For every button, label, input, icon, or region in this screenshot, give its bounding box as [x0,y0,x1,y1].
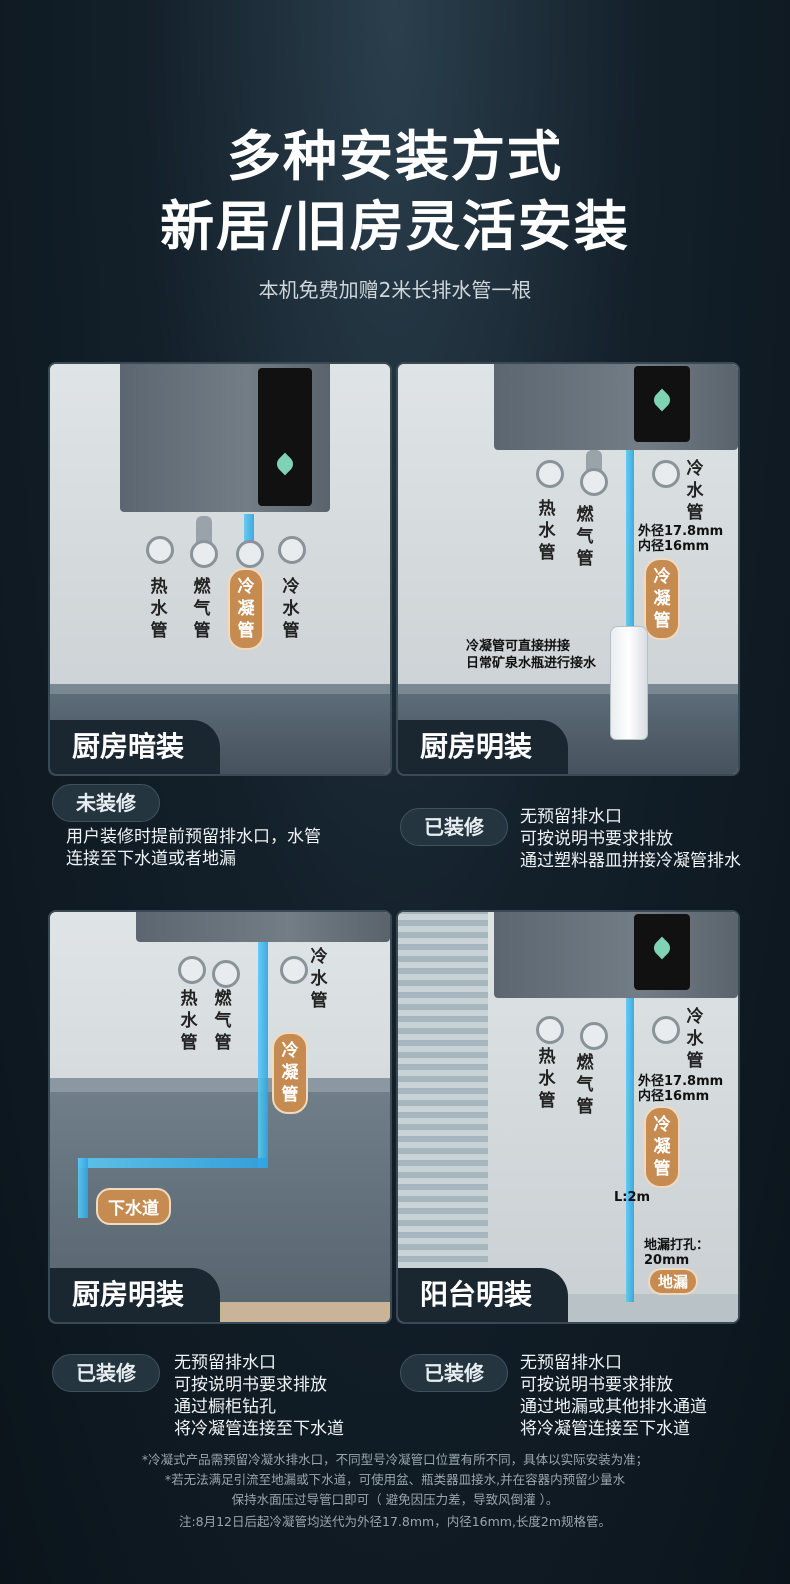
cold-valve-icon [280,956,308,984]
gas-valve-icon [580,468,608,496]
cold-valve-icon [652,1016,680,1044]
bottle-note: 冷凝管可直接拼接 日常矿泉水瓶进行接水 [466,639,597,671]
label-cond-badge: 冷凝管 [228,568,264,650]
floor [220,1302,390,1322]
hot-valve-icon [146,536,174,564]
panel-description: 用户装修时提前预留排水口，水管 连接至下水道或者地漏 [66,827,321,869]
label-gas: 燃气管 [214,989,232,1053]
water-bottle [610,626,648,740]
label-hot: 热水管 [180,989,198,1053]
floor-drain-label: 地漏 [648,1268,699,1295]
status-pill: 已装修 [52,1354,160,1392]
hero-section: 多种安装方式 新居/旧房灵活安装 本机免费加赠2米长排水管一根 [0,0,790,340]
drain-label: 下水道 [96,1188,171,1225]
condensate-pipe-horizontal [78,1158,268,1168]
hot-valve-icon [536,460,564,488]
glass-window [398,912,488,1322]
label-gas: 燃气管 [576,505,594,569]
label-hot: 热水管 [150,577,168,641]
hero-title-line2: 新居/旧房灵活安装 [160,195,630,258]
water-heater [120,364,330,512]
pipe-dimension: 外径17.8mm 内径16mm [638,1074,724,1104]
pipe-dimension: 外径17.8mm 内径16mm [638,524,724,554]
water-heater [494,364,738,450]
condensate-pipe-vertical [258,942,268,1168]
label-cond-badge: 冷凝管 [644,1106,680,1188]
status-pill: 已装修 [400,808,508,846]
status-pill: 未装修 [52,784,160,822]
cold-valve-icon [652,460,680,488]
label-cold: 冷水管 [282,577,300,641]
panel-kitchen-exposed-drain: 热水管 燃气管 冷水管 冷凝管 下水道 厨房明装 [48,910,392,1324]
hot-valve-icon [178,956,206,984]
label-gas: 燃气管 [576,1053,594,1117]
cond-valve-icon [236,540,264,568]
label-cold: 冷水管 [310,947,328,1011]
condensate-pipe [244,514,254,554]
panel-kitchen-concealed: 热水管 燃气管 冷凝管 冷水管 厨房暗装 [48,362,392,776]
gas-valve-icon [212,960,240,988]
label-cold: 冷水管 [686,1007,704,1071]
panel-title: 阳台明装 [398,1268,569,1322]
condensate-pipe [626,998,634,1302]
hot-valve-icon [536,1016,564,1044]
label-hot: 热水管 [538,1047,556,1111]
label-cold: 冷水管 [686,459,704,523]
condensate-pipe [626,450,634,640]
label-hot: 热水管 [538,499,556,563]
footnote-3: 保持水面压过导管口即可（ 避免因压力差，导致风倒灌 ）。 [231,1492,559,1507]
panel-description: 无预留排水口 可按说明书要求排放 通过地漏或其他排水通道 将冷凝管连接至下水道 [520,1353,707,1439]
status-pill: 已装修 [400,1354,508,1392]
pipe-length: L:2m [614,1190,651,1205]
gas-valve-icon [580,1022,608,1050]
cold-valve-icon [278,536,306,564]
panel-balcony-exposed: 热水管 燃气管 冷水管 外径17.8mm 内径16mm 冷凝管 L:2m 地漏打… [396,910,740,1324]
label-cond-badge: 冷凝管 [272,1032,308,1114]
water-heater [494,912,738,998]
footnote-1: *冷凝式产品需预留冷凝水排水口，不同型号冷凝管口位置有所不同，具体以实际安装为准… [141,1452,649,1467]
hero-subtitle: 本机免费加赠2米长排水管一根 [258,278,532,302]
panel-description: 无预留排水口 可按说明书要求排放 通过塑料器皿拼接冷凝管排水 [520,807,741,871]
water-heater [136,912,390,942]
footnote-4: 注:8月12日后起冷凝管均送代为外径17.8mm，内径16mm,长度2m规格管。 [178,1514,612,1529]
panel-description: 无预留排水口 可按说明书要求排放 通过橱柜钻孔 将冷凝管连接至下水道 [174,1353,344,1439]
footnote-2: *若无法满足引流至地漏或下水道，可使用盆、瓶类器皿接水,并在容器内预留少量水 [164,1472,626,1487]
panel-title: 厨房明装 [50,1268,221,1322]
panel-kitchen-exposed-bottle: 热水管 燃气管 冷水管 外径17.8mm 内径16mm 冷凝管 冷凝管可直接拼接… [396,362,740,776]
hero-title-line1: 多种安装方式 [227,125,563,188]
panel-title: 厨房暗装 [50,720,221,774]
hole-size: 地漏打孔： 20mm [644,1238,710,1268]
panel-title: 厨房明装 [398,720,569,774]
gas-valve-icon [190,540,218,568]
control-screen [258,368,312,506]
label-cond-badge: 冷凝管 [644,558,680,640]
label-gas: 燃气管 [193,577,211,641]
condensate-pipe-drop [78,1158,88,1218]
countertop [50,1078,390,1092]
